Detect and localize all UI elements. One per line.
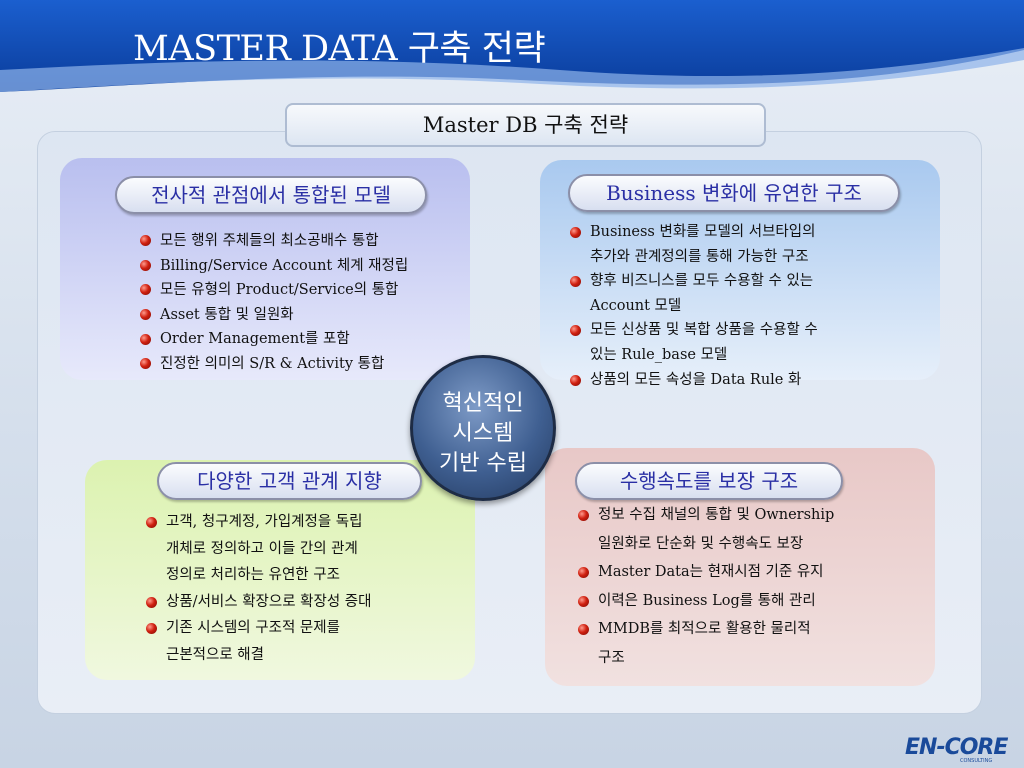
bullet-icon (146, 517, 157, 528)
list-item: Asset 통합 및 일원화 (140, 303, 408, 328)
bullet-icon (140, 235, 151, 247)
encore-logo: EN-CORE (905, 735, 1008, 760)
bullet-icon (570, 374, 581, 386)
quadrant-heading-performance: 수행속도를 보장 구조 (575, 462, 843, 500)
list-item: 상품의 모든 속성을 Data Rule 화 (570, 368, 818, 393)
bullet-icon (578, 624, 589, 635)
bullet-icon (140, 333, 151, 345)
bullet-icon (140, 309, 151, 321)
list-item: 진정한 의미의 S/R & Activity 통합 (140, 352, 408, 377)
list-item: 모든 행위 주체들의 최소공배수 통합 (140, 229, 408, 254)
list-item: Billing/Service Account 체계 재정립 (140, 254, 408, 279)
bullet-icon (570, 325, 581, 337)
list-integrated-model: 모든 행위 주체들의 최소공배수 통합 Billing/Service Acco… (140, 229, 408, 377)
bullet-icon (578, 510, 589, 521)
bullet-icon (578, 595, 589, 607)
bullet-icon (146, 623, 157, 634)
center-line-2: 시스템 (452, 421, 514, 446)
bullet-icon (140, 358, 151, 370)
quadrant-heading-flexible-structure: Business 변화에 유연한 구조 (568, 174, 900, 212)
list-item: 모든 유형의 Product/Service의 통합 (140, 278, 408, 303)
encore-logo-sub: CONSULTING (960, 758, 993, 764)
list-item: Order Management를 포함 (140, 327, 408, 352)
bullet-icon (140, 284, 151, 296)
header-wave (0, 0, 1024, 92)
bullet-icon (570, 276, 581, 288)
list-item: 이력은 Business Log를 통해 관리 (578, 587, 834, 616)
quadrant-heading-customer-relation: 다양한 고객 관계 지향 (157, 462, 422, 500)
list-item: 상품/서비스 확장으로 확장성 증대 (146, 589, 371, 616)
quadrant-heading-integrated-model: 전사적 관점에서 통합된 모델 (115, 176, 427, 214)
bullet-icon (146, 596, 157, 608)
center-circle: 혁신적인 시스템 기반 수립 (410, 355, 556, 501)
center-line-3: 기반 수립 (439, 451, 527, 476)
center-line-1: 혁신적인 (442, 391, 524, 416)
list-item: Master Data는 현재시점 기준 유지 (578, 558, 834, 587)
bullet-icon (140, 259, 151, 271)
bullet-icon (578, 567, 589, 578)
section-tab: Master DB 구축 전략 (285, 103, 766, 147)
page-title: MASTER DATA 구축 전략 (133, 29, 546, 69)
header-banner: MASTER DATA 구축 전략 (0, 0, 1024, 95)
bullet-icon (570, 227, 581, 238)
